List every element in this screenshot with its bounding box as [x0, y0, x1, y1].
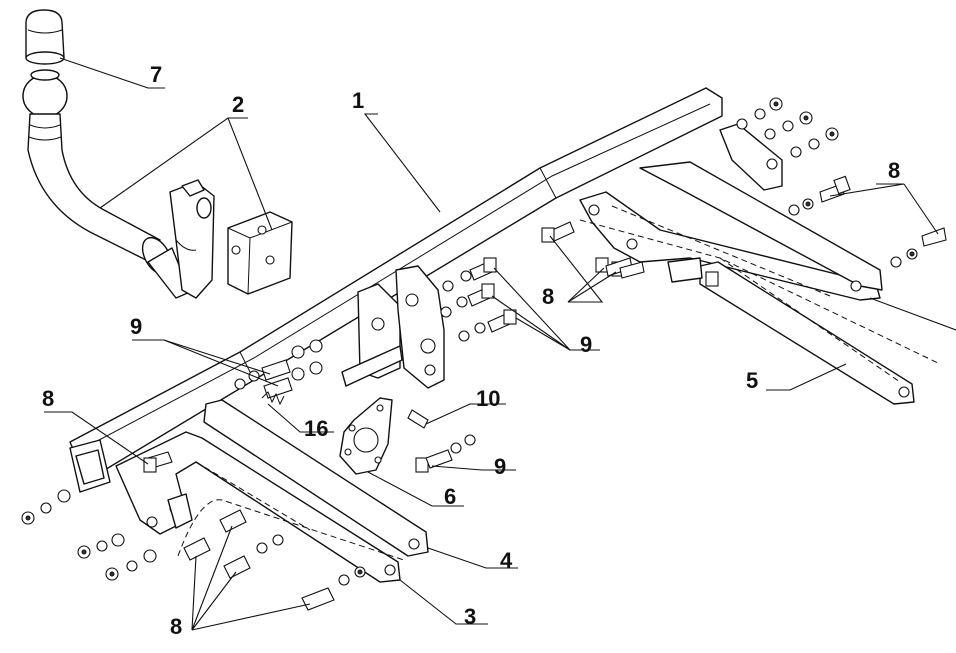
center-brackets — [341, 265, 445, 389]
main-crossbar — [69, 87, 723, 493]
callout-7: 7 — [150, 62, 162, 87]
callout-16: 16 — [304, 416, 328, 441]
callout-8-center: 8 — [542, 284, 554, 309]
leader-lines — [44, 57, 956, 631]
callout-9-lower: 9 — [494, 454, 506, 479]
socket-plate — [339, 397, 393, 475]
callout-labels: 7 2 1 8 9 8 9 8 10 16 9 6 4 3 5 8 — [42, 62, 900, 639]
callout-8-upper-right: 8 — [888, 158, 900, 183]
callout-1: 1 — [352, 88, 364, 113]
callout-6: 6 — [444, 484, 456, 509]
towball-neck — [22, 69, 191, 299]
towball-cap — [25, 9, 65, 65]
callout-9-left: 9 — [130, 314, 142, 339]
coupling-clamp — [169, 179, 215, 299]
callout-8-bottom: 8 — [170, 614, 182, 639]
fasteners — [21, 97, 947, 611]
callout-5: 5 — [746, 368, 758, 393]
left-side-brackets — [115, 399, 429, 583]
callout-4: 4 — [500, 548, 513, 573]
callout-10: 10 — [476, 386, 500, 411]
callout-2: 2 — [232, 92, 244, 117]
right-side-bracket — [579, 123, 941, 405]
callout-8-left: 8 — [42, 386, 54, 411]
locking-block — [227, 211, 293, 295]
callout-3: 3 — [464, 604, 476, 629]
callout-9-center: 9 — [580, 332, 592, 357]
